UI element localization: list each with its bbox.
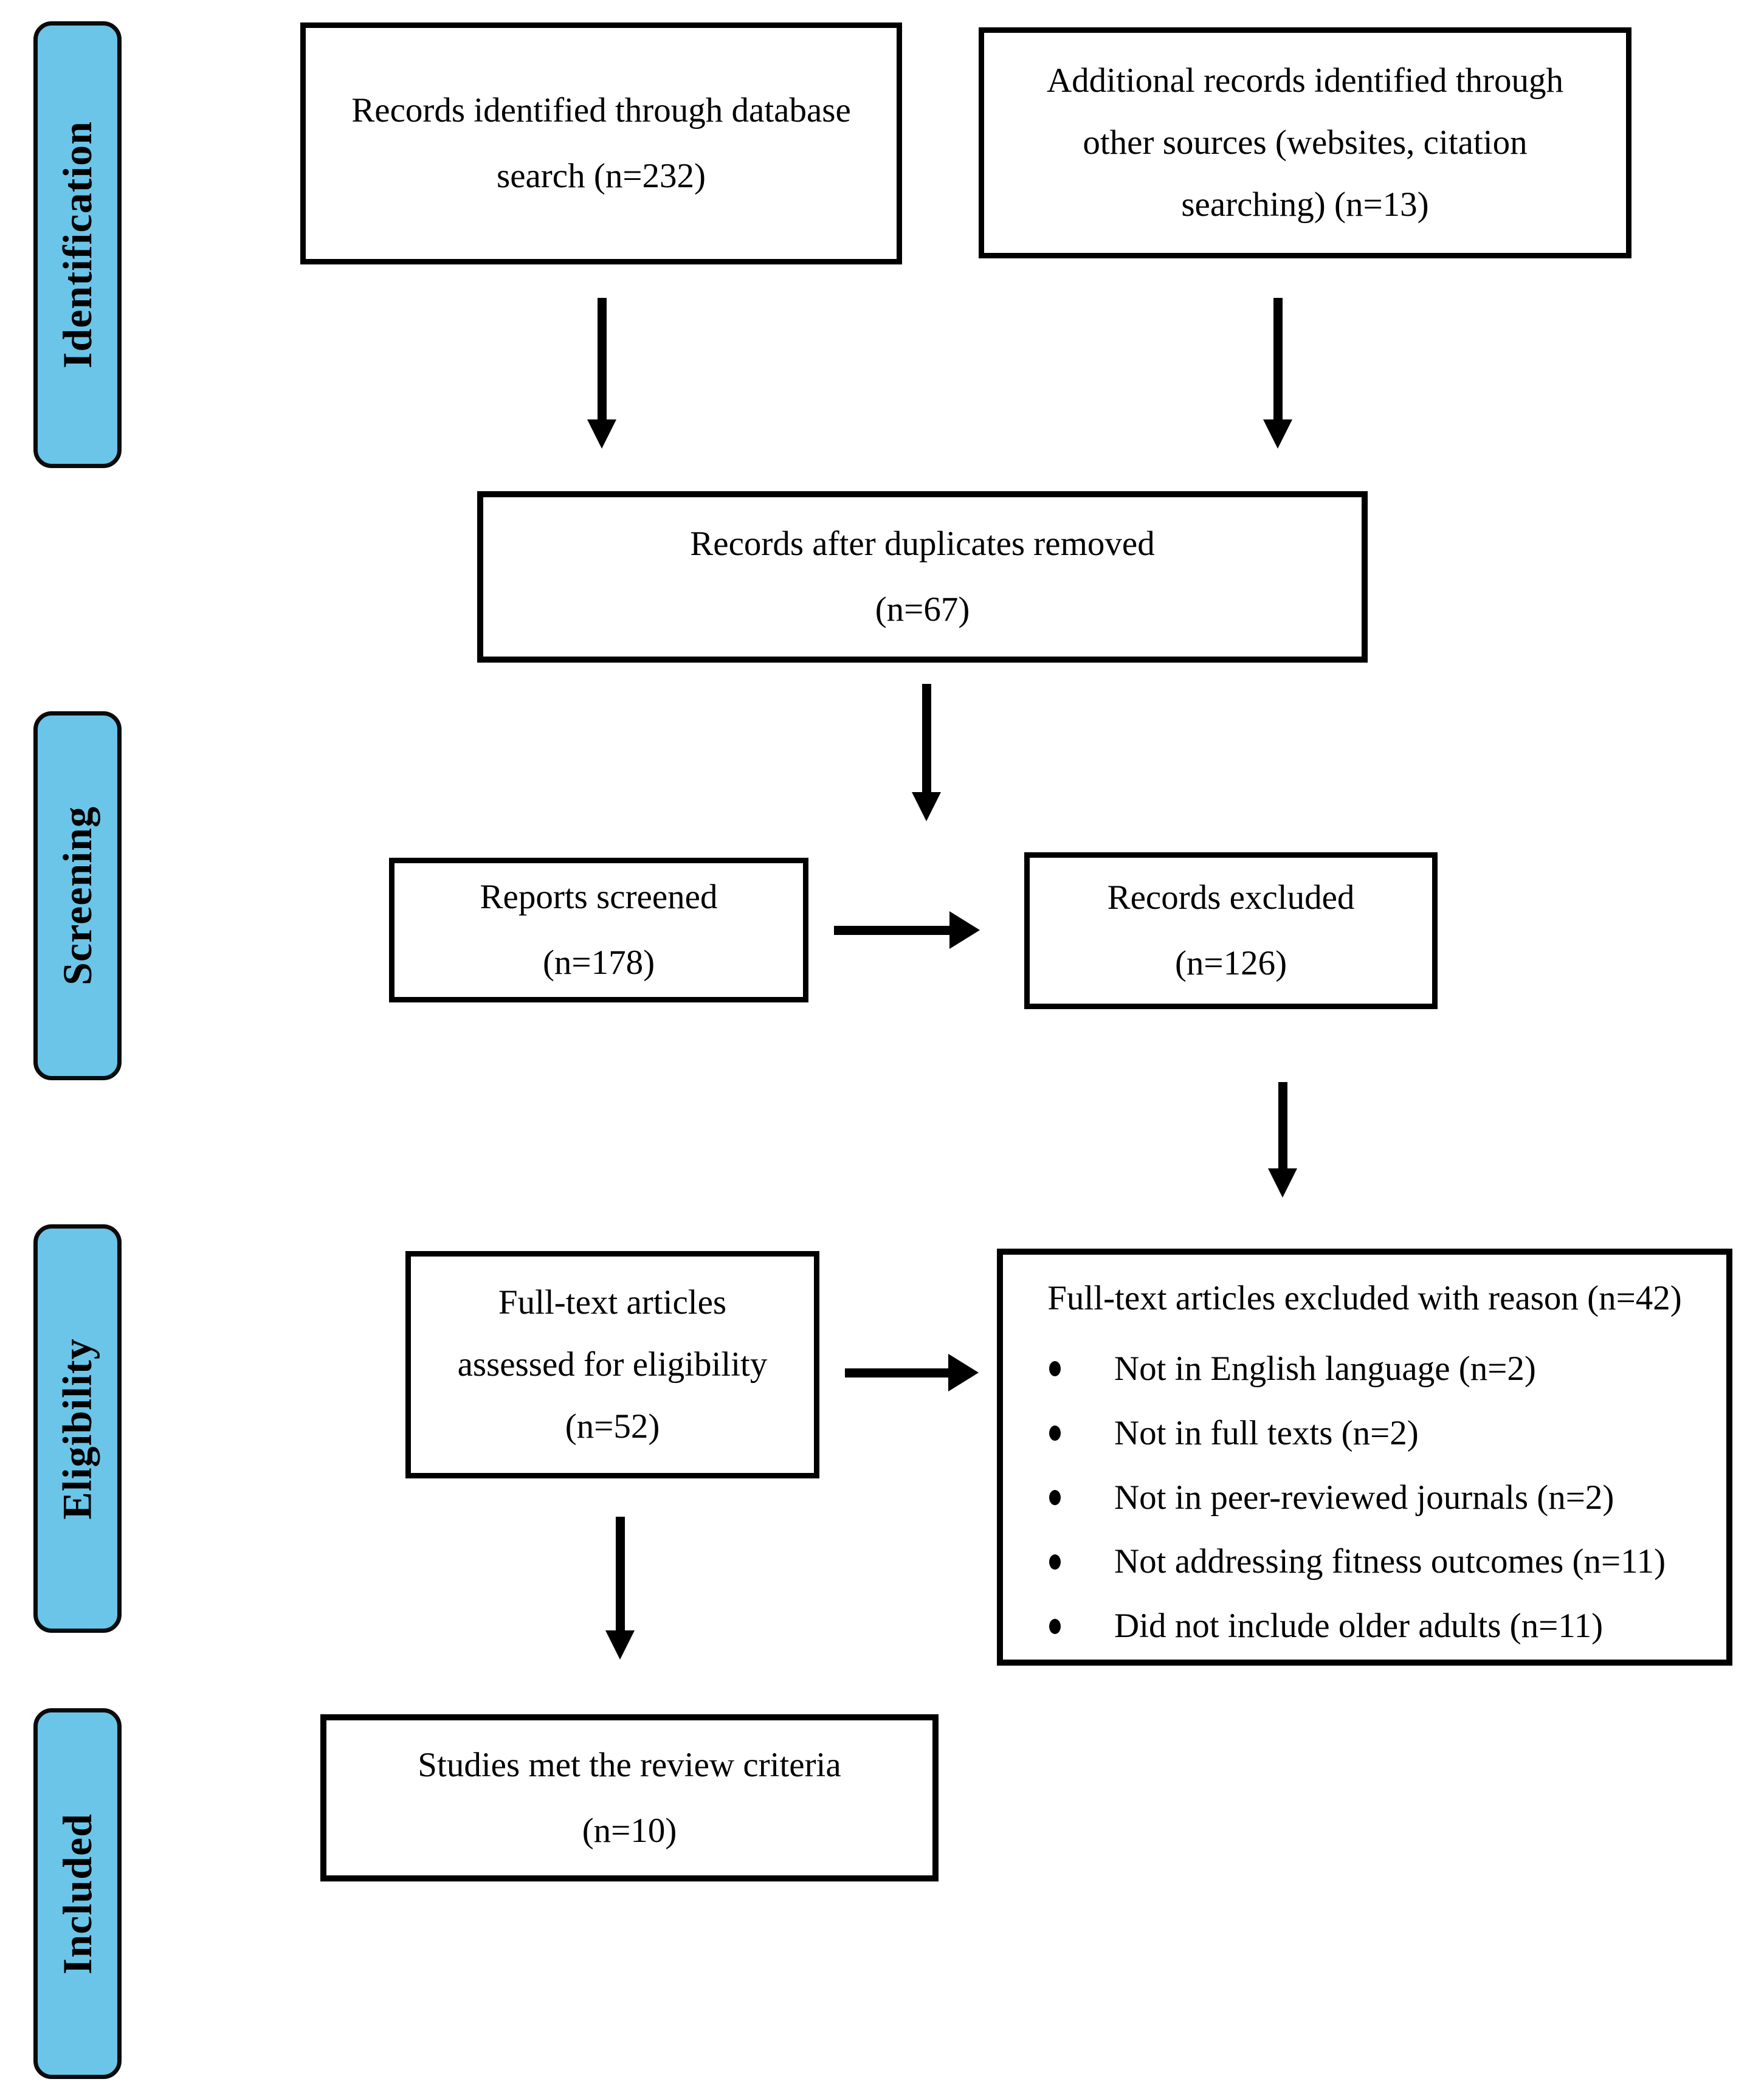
arrow-head-down-icon [912, 792, 941, 821]
stage-eligibility: Eligibility [33, 1224, 122, 1633]
arrow-stem [1278, 1082, 1287, 1168]
exclusion-reason-text: Not in English language (n=2) [1114, 1349, 1536, 1388]
arrow-right-assessed-to-excluded [845, 1354, 979, 1391]
exclusion-reason-item: Not in full texts (n=2) [1014, 1415, 1715, 1452]
exclusion-reason-text: Not in peer-reviewed journals (n=2) [1114, 1478, 1614, 1517]
arrow-right-screened-to-excluded [834, 911, 980, 949]
arrow-down-from-database-search [587, 298, 616, 449]
arrow-head-down-icon [587, 419, 616, 449]
box-records-identified: Records identified through database sear… [300, 22, 902, 264]
exclusion-reason-list: Not in English language (n=2) Not in ful… [1014, 1349, 1715, 1644]
exclusion-reason-text: Not addressing fitness outcomes (n=11) [1114, 1542, 1666, 1581]
box-studies-included-line2: (n=10) [582, 1811, 677, 1850]
box-fulltext-assessed-line2: assessed for eligibility [457, 1345, 768, 1384]
arrow-down-from-records-excluded [1268, 1082, 1297, 1198]
arrow-stem [845, 1368, 948, 1378]
box-additional-records-line1: Additional records identified through [1046, 61, 1564, 100]
stage-screening-label: Screening [54, 806, 101, 985]
box-records-excluded-line1: Records excluded [1107, 878, 1355, 917]
box-additional-records: Additional records identified through ot… [979, 27, 1631, 258]
stage-included: Included [33, 1708, 122, 2079]
box-records-excluded-line2: (n=126) [1174, 944, 1287, 982]
arrow-stem [834, 925, 949, 935]
exclusion-reason-item: Not in peer-reviewed journals (n=2) [1014, 1478, 1715, 1517]
arrow-head-down-icon [1263, 419, 1292, 449]
box-additional-records-line3: searching) (n=13) [1181, 185, 1429, 224]
stage-identification-label: Identification [54, 121, 100, 368]
arrow-stem [1273, 298, 1283, 419]
arrow-head-down-icon [1268, 1168, 1297, 1198]
exclusion-reason-item: Not addressing fitness outcomes (n=11) [1014, 1543, 1715, 1580]
box-fulltext-excluded-title: Full-text articles excluded with reason … [1047, 1279, 1682, 1317]
box-records-identified-line1: Records identified through database [351, 91, 851, 130]
bullet-icon [1049, 1554, 1061, 1570]
arrow-down-from-fulltext-assessed [605, 1517, 635, 1660]
box-reports-screened-line2: (n=178) [542, 943, 655, 982]
stage-identification: Identification [33, 21, 122, 468]
box-reports-screened: Reports screened (n=178) [389, 858, 808, 1002]
bullet-icon [1049, 1618, 1061, 1634]
box-fulltext-assessed-line1: Full-text articles [498, 1283, 727, 1322]
arrow-down-from-other-sources [1263, 298, 1292, 449]
box-fulltext-excluded: Full-text articles excluded with reason … [997, 1249, 1732, 1666]
arrow-stem [597, 298, 607, 419]
bullet-icon [1049, 1426, 1061, 1441]
stage-included-label: Included [54, 1813, 100, 1974]
bullet-icon [1049, 1489, 1061, 1505]
box-studies-included: Studies met the review criteria (n=10) [320, 1714, 939, 1881]
box-duplicates-removed-line1: Records after duplicates removed [690, 525, 1155, 564]
arrow-stem [615, 1517, 625, 1630]
arrow-stem [922, 684, 931, 792]
arrow-down-from-duplicates-removed [912, 684, 941, 821]
box-reports-screened-line1: Reports screened [480, 878, 718, 917]
box-records-identified-line2: search (n=232) [497, 157, 706, 195]
box-duplicates-removed: Records after duplicates removed (n=67) [477, 491, 1368, 663]
exclusion-reason-item: Did not include older adults (n=11) [1014, 1608, 1715, 1644]
box-records-excluded: Records excluded (n=126) [1024, 852, 1438, 1009]
box-fulltext-assessed-line3: (n=52) [565, 1407, 660, 1446]
bullet-icon [1049, 1361, 1061, 1377]
exclusion-reason-item: Not in English language (n=2) [1014, 1349, 1715, 1388]
arrow-head-right-icon [948, 1354, 979, 1391]
stage-screening: Screening [33, 711, 122, 1080]
box-fulltext-assessed: Full-text articles assessed for eligibil… [405, 1251, 819, 1478]
box-additional-records-line2: other sources (websites, citation [1083, 123, 1528, 162]
exclusion-reason-text: Not in full texts (n=2) [1114, 1413, 1419, 1452]
arrow-head-down-icon [605, 1630, 635, 1660]
stage-eligibility-label: Eligibility [54, 1337, 100, 1520]
arrow-head-right-icon [949, 911, 980, 949]
box-studies-included-line1: Studies met the review criteria [418, 1745, 841, 1784]
exclusion-reason-text: Did not include older adults (n=11) [1114, 1607, 1604, 1646]
box-duplicates-removed-line2: (n=67) [875, 590, 970, 629]
